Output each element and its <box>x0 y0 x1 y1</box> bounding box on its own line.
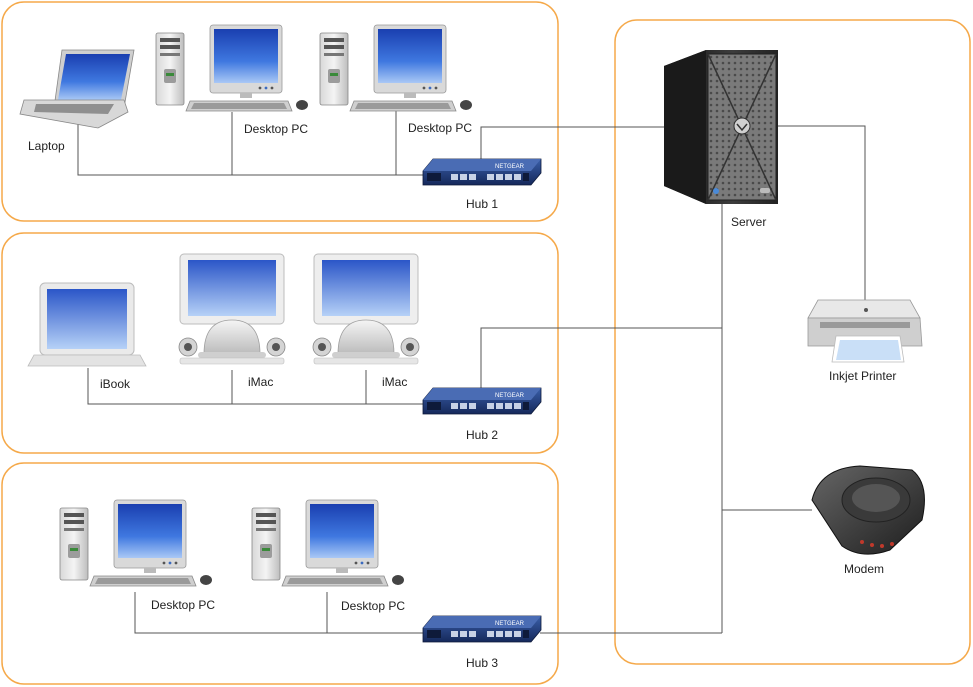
imac-label: iMac <box>248 375 273 389</box>
inkjet-printer-icon <box>807 299 923 363</box>
group-1-container <box>1 1 559 222</box>
desktop-pc-label: Desktop PC <box>151 598 215 612</box>
hub-brand-label: NETGEAR <box>495 621 525 627</box>
ibook-icon <box>27 282 147 367</box>
imac-label: iMac <box>382 375 407 389</box>
hub-icon: NETGEAR <box>422 387 542 415</box>
desktop-pc-label: Desktop PC <box>408 121 472 135</box>
server-label: Server <box>731 215 766 229</box>
modem-icon <box>811 465 925 555</box>
laptop-icon <box>19 49 135 129</box>
server-zone-container <box>614 19 971 665</box>
hub-label: Hub 2 <box>466 428 498 442</box>
hub-icon: NETGEAR <box>422 615 542 643</box>
ibook-label: iBook <box>100 377 131 391</box>
inkjet-printer-label: Inkjet Printer <box>829 369 896 383</box>
imac-icon <box>178 253 286 365</box>
server-icon <box>664 50 778 204</box>
desktop-pc-icon <box>59 499 213 587</box>
hub-brand-label: NETGEAR <box>495 393 525 399</box>
group-3-container <box>1 462 559 685</box>
desktop-pc-icon <box>251 499 405 587</box>
laptop-label: Laptop <box>28 139 65 153</box>
hub-icon: NETGEAR <box>422 158 542 186</box>
modem-label: Modem <box>844 562 884 576</box>
desktop-pc-label: Desktop PC <box>341 599 405 613</box>
hub-label: Hub 3 <box>466 656 498 670</box>
group-2-container <box>1 232 559 454</box>
desktop-pc-icon <box>319 24 473 112</box>
connection-lines <box>77 106 866 634</box>
imac-icon <box>312 253 420 365</box>
hub-label: Hub 1 <box>466 197 498 211</box>
hub-brand-label: NETGEAR <box>495 164 525 170</box>
desktop-pc-icon <box>155 24 309 112</box>
desktop-pc-label: Desktop PC <box>244 122 308 136</box>
